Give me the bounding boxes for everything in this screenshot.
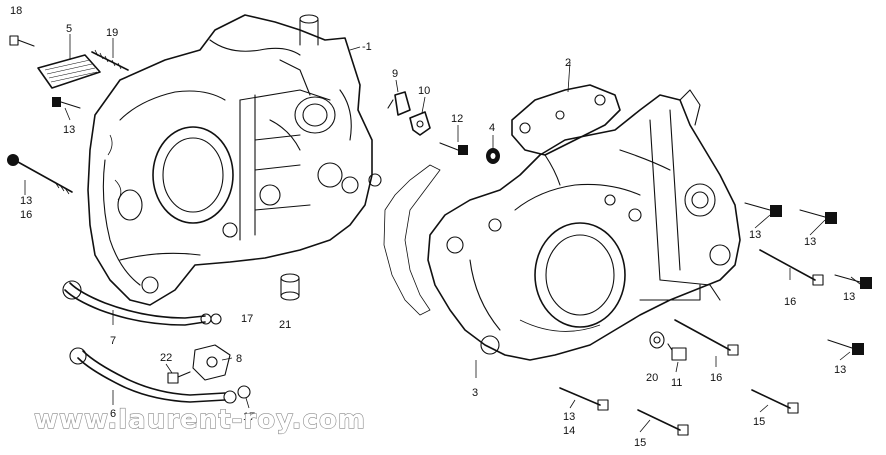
bolt-12 xyxy=(439,142,468,155)
leader-lines xyxy=(24,34,861,433)
label-part-13-upper-left: 13 xyxy=(63,124,75,136)
label-part-13-left: 13 xyxy=(20,195,32,207)
bolt-15-b xyxy=(751,389,799,414)
dowel-21 xyxy=(280,273,300,301)
watermark-text: www.laurent-roy.com xyxy=(34,405,366,435)
oil-pipe-7 xyxy=(62,280,222,326)
clamp-10 xyxy=(409,111,431,136)
label-part-8: 8 xyxy=(236,353,242,365)
bolt-18 xyxy=(9,35,35,47)
label-part-7: 7 xyxy=(110,335,116,347)
label-part-4: 4 xyxy=(489,122,495,134)
washer-4 xyxy=(486,148,500,164)
plate-8 xyxy=(192,344,231,381)
bolt-13-right-a xyxy=(744,202,782,217)
bolt-15-a xyxy=(637,409,689,436)
bolt-13-upper-left xyxy=(52,97,81,109)
label-part-2: 2 xyxy=(565,57,571,69)
bolt-11 xyxy=(667,343,687,361)
bolt-13-right-d xyxy=(827,339,864,355)
long-bolt-16-right-b xyxy=(674,319,739,356)
label-part-20: 20 xyxy=(646,372,658,384)
stud-19 xyxy=(91,49,129,71)
left-crankcase-half xyxy=(87,14,382,306)
label-part-21: 21 xyxy=(279,319,291,331)
part-number-labels: -1 2 3 4 5 6 7 8 9 10 11 12 13 13 16 17 … xyxy=(10,5,855,449)
label-part-13-bottom: 13 xyxy=(563,411,575,423)
label-part-17-upper: 17 xyxy=(241,313,253,325)
strainer-screen xyxy=(37,54,101,89)
label-part-5: 5 xyxy=(66,23,72,35)
label-part-18: 18 xyxy=(10,5,22,17)
label-part-1: -1 xyxy=(362,41,372,53)
label-part-9: 9 xyxy=(392,68,398,80)
clip-9 xyxy=(387,91,411,116)
bolt-13-right-b xyxy=(799,209,837,224)
label-part-10: 10 xyxy=(418,85,430,97)
bolt-13-right-c xyxy=(834,274,872,289)
label-part-22: 22 xyxy=(160,352,172,364)
bolt-22 xyxy=(167,371,191,384)
label-part-19: 19 xyxy=(106,27,118,39)
crankcase-gasket xyxy=(383,164,441,316)
label-part-3: 3 xyxy=(472,387,478,399)
label-part-11: 11 xyxy=(671,377,682,389)
long-bolt-left xyxy=(7,154,73,195)
engine-bracket xyxy=(511,84,621,156)
label-part-15-b: 15 xyxy=(753,416,765,428)
label-part-17-lower: 17 xyxy=(243,411,255,423)
label-part-13-right-a: 13 xyxy=(749,229,761,241)
label-part-13-right-d: 13 xyxy=(834,364,846,376)
label-part-6: 6 xyxy=(110,408,116,420)
label-part-13-right-b: 13 xyxy=(804,236,816,248)
label-part-13-right-c: 13 xyxy=(843,291,855,303)
label-part-16-left: 16 xyxy=(20,209,32,221)
label-part-16-right-a: 16 xyxy=(784,296,796,308)
label-part-12: 12 xyxy=(451,113,463,125)
washer-20 xyxy=(649,331,665,349)
label-part-14: 14 xyxy=(563,425,575,437)
oil-pipe-6 xyxy=(69,347,251,404)
right-crankcase-half xyxy=(427,89,741,361)
label-part-16-right-b: 16 xyxy=(710,372,722,384)
long-bolt-16-right-a xyxy=(759,249,824,286)
label-part-15-a: 15 xyxy=(634,437,646,449)
bolt-13-14-bottom xyxy=(559,387,609,411)
